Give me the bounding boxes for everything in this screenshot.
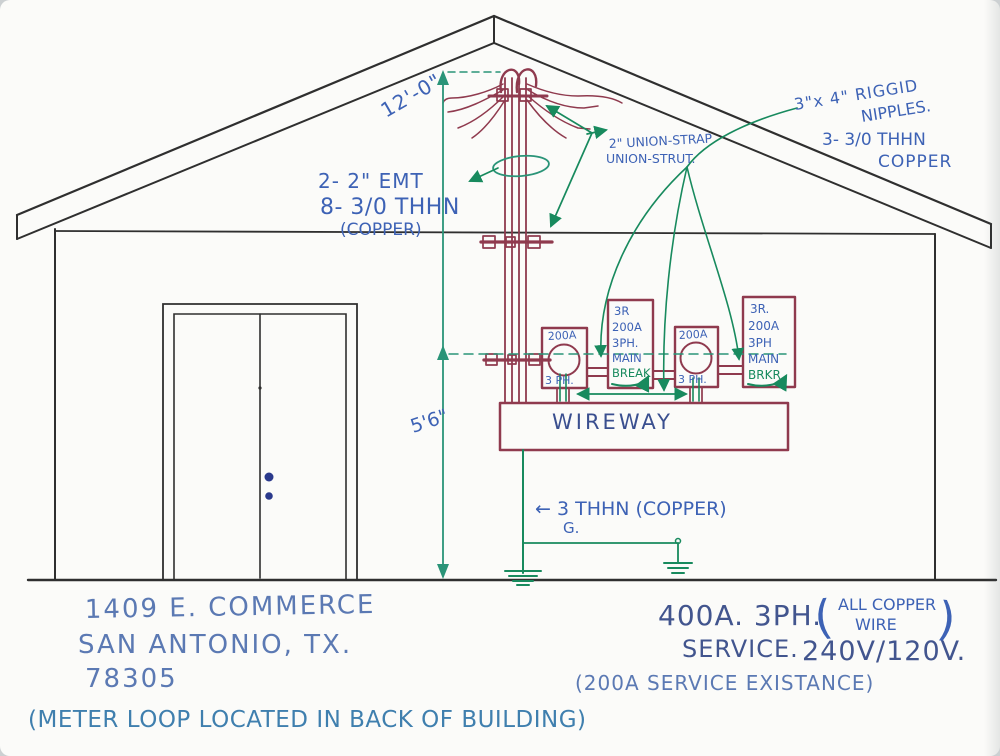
handwritten-annotations: 12'-0" 5'6" 2- 2" EMT 8- 3/0 THHN (COPPE… (318, 68, 952, 537)
weatherhead-curl-2 (515, 68, 538, 94)
door-knob-icon (264, 472, 274, 482)
mast-strap-top-clamp-1 (496, 88, 509, 102)
meter-1-phase-label: 3 PH. (545, 374, 574, 387)
mast-strap-top-clamp-2 (519, 88, 532, 102)
building-outline (15, 14, 998, 582)
meter-height-dimension-label: 5'6" (408, 405, 451, 438)
panel-1-line-2: 200A (612, 320, 642, 334)
dimension-arrow-mid-icon (437, 345, 449, 360)
union-note-line-1: 2" UNION-STRAP (608, 131, 713, 151)
panel-1-line-3: 3PH. (612, 336, 638, 350)
ground-conductor-note-line-2: G. (563, 519, 579, 537)
service-mast (442, 68, 623, 404)
ground-wire-meter-1 (559, 373, 567, 402)
panel-2-box (741, 295, 797, 389)
emt-callout-arrow (468, 167, 499, 183)
drip-wire-left-4 (471, 99, 506, 139)
conduit-callout-ellipse (492, 154, 550, 178)
panel-1-breaker-wire (611, 374, 650, 393)
door-frame-outer (162, 303, 358, 581)
nipple-meter1-panel1 (586, 367, 609, 377)
ground-wire-meter-2 (692, 377, 700, 402)
conduit-note-line-1: 2- 2" EMT (318, 169, 424, 193)
wire-note-line-1: ALL COPPER (838, 595, 936, 614)
double-door (162, 303, 358, 581)
meter-1-box (540, 326, 589, 390)
wireway-label: WIREWAY (552, 410, 673, 434)
ground-rod-symbol-2-icon (663, 562, 693, 574)
footer-notes: 1409 E. COMMERCE SAN ANTONIO, TX. 78305 … (28, 589, 966, 733)
nipples-branch-arrow-2 (657, 166, 688, 392)
ground-wiring (504, 373, 788, 586)
meter-2-box (673, 325, 720, 389)
wire-note-open-paren: ( (812, 589, 835, 645)
nipples-branch-arrow-3 (686, 166, 745, 361)
nipples-note-line-4: COPPER (878, 152, 952, 172)
wire-note-line-2: WIRE (855, 615, 897, 634)
panel-2-line-1: 3R. (750, 302, 769, 316)
mast-strap-mid-clamp-3 (527, 235, 541, 249)
panel-2-line-4: MAIN (748, 352, 779, 366)
annotation-arrows (468, 104, 798, 401)
panel-2-line-5: BRKR (748, 368, 781, 382)
meter-2-phase-label: 3 PH. (678, 373, 707, 386)
service-equipment (498, 295, 797, 452)
conduit-note-line-2: 8- 3/0 THHN (320, 195, 460, 220)
service-voltage-label: 240V/120V. (802, 636, 966, 667)
meter-2-dial-icon (679, 341, 713, 375)
ground-rod-symbol-1-icon (504, 570, 542, 586)
door-deadbolt-icon (265, 492, 273, 500)
eave-line (54, 230, 936, 235)
address-line-3: 78305 (85, 664, 178, 694)
union-strap-arrow-down (549, 132, 593, 228)
dimension-arrow-bottom-icon (437, 564, 449, 579)
grounding-conductor-bond (522, 542, 679, 564)
mast-strap-low-clamp-3 (528, 353, 541, 366)
drip-wire-right-1 (526, 83, 623, 104)
drip-wire-left-3 (457, 95, 505, 129)
mast-strap-low-clamp-2 (507, 354, 517, 365)
union-strap-arrow-up (545, 104, 593, 134)
nipples-note-line-3: 3- 3/0 THHN (822, 130, 926, 150)
panel-2-line-2: 200A (748, 319, 780, 333)
drip-wire-right-2 (527, 89, 599, 109)
mast-strap-mid-clamp-1 (482, 235, 496, 249)
panel-1-line-4: MAIN (612, 351, 642, 365)
union-note-line-2: UNION-STRUT. (606, 151, 695, 166)
mast-strap-low-clamp-1 (485, 353, 498, 366)
panel-1-line-1: 3R (614, 304, 629, 318)
ground-bond-loop-icon (674, 537, 682, 545)
nipple-meter2-panel2 (717, 365, 744, 375)
meter-2-rating-label: 200A (678, 327, 708, 341)
existing-service-note: (200A SERVICE EXISTANCE) (575, 671, 874, 695)
panel-2-breaker-wire (747, 373, 788, 392)
union-strap-arrow-label (586, 125, 608, 140)
meter-1-dial-icon (547, 343, 581, 377)
mast-strap-mid-clamp-2 (505, 236, 516, 248)
service-label: SERVICE. (682, 635, 799, 663)
meter-location-note: (METER LOOP LOCATED IN BACK OF BUILDING) (28, 707, 587, 733)
riser-below-meter-1 (556, 387, 570, 404)
address-line-1: 1409 E. COMMERCE (85, 590, 376, 625)
meter-1-rating-label: 200A (547, 328, 577, 342)
nipples-callout-curve (686, 107, 798, 168)
wireway-box (498, 401, 790, 452)
service-rating-label: 400A. 3PH. (658, 599, 822, 632)
drip-wire-right-4 (526, 99, 567, 139)
conduit-note-line-3: (COPPER) (340, 220, 422, 240)
dimension-arrow-top-icon (437, 70, 449, 85)
address-line-2: SAN ANTONIO, TX. (78, 630, 352, 660)
wire-note-close-paren: ) (935, 591, 958, 647)
drip-wire-left-1 (442, 83, 504, 104)
drip-wire-left-2 (447, 89, 504, 113)
panel-1-line-5: BREAK (612, 366, 651, 380)
riser-below-meter-2 (689, 386, 703, 404)
door-latch-dot (258, 386, 262, 390)
ground-conductor-note-line-1: ← 3 THHN (COPPER) (535, 498, 727, 520)
nipples-branch-arrow-1 (594, 166, 688, 358)
panel-2-line-3: 3PH (748, 336, 772, 350)
dimension-lines (437, 70, 787, 579)
